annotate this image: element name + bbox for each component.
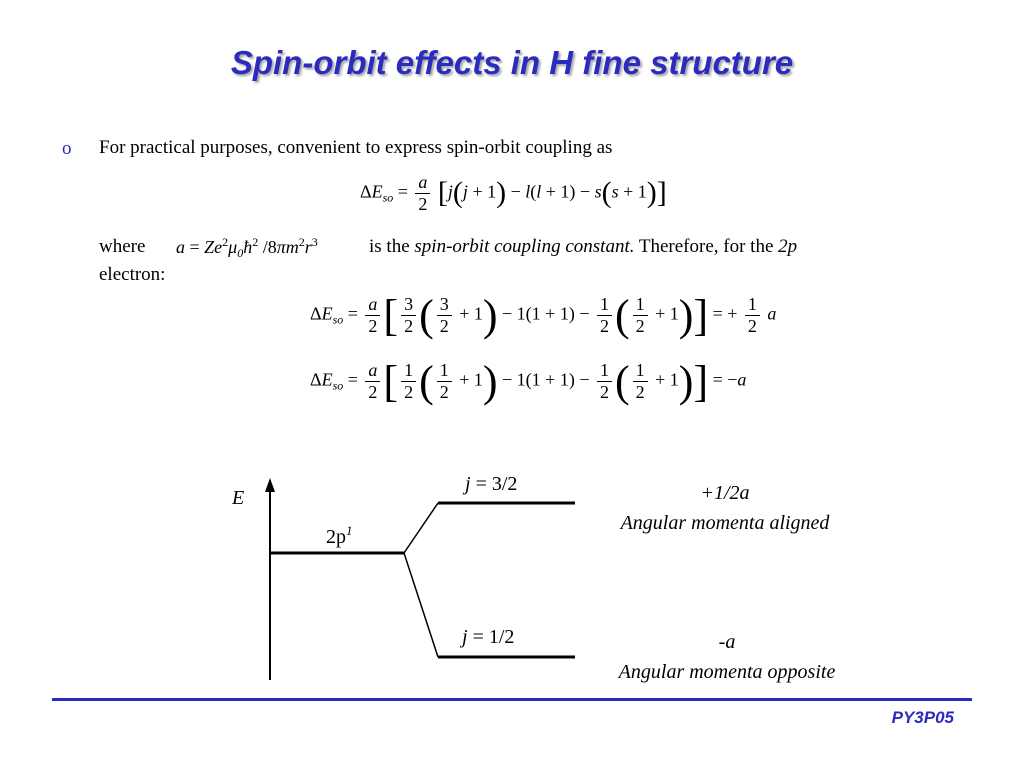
footer-divider bbox=[52, 698, 972, 701]
orbital-2p-text: 2p bbox=[778, 236, 798, 257]
constant-sentence: is the spin-orbit coupling constant. The… bbox=[369, 236, 797, 258]
constant-name: spin-orbit coupling constant. bbox=[414, 236, 635, 257]
bullet-marker: o bbox=[62, 138, 72, 159]
upper-energy: +1/2a bbox=[700, 482, 749, 504]
lower-caption: Angular momenta opposite bbox=[617, 661, 836, 683]
page-title: Spin-orbit effects in H fine structure bbox=[230, 44, 794, 81]
lower-energy: -a bbox=[719, 631, 736, 653]
energy-axis-arrow bbox=[265, 478, 275, 492]
coupling-constant-definition: a = Ze2μ0ħ2 /8πm2r3 bbox=[176, 235, 318, 260]
electron-word: electron: bbox=[99, 264, 166, 285]
lower-j-label: j = 1/2 bbox=[459, 626, 514, 648]
upper-j-label: j = 3/2 bbox=[462, 473, 517, 495]
is-the-text: is the bbox=[369, 236, 415, 257]
level-label-2p: 2p1 bbox=[326, 523, 353, 548]
split-up-line bbox=[403, 502, 439, 554]
therefore-text: Therefore, for the bbox=[634, 236, 779, 257]
axis-label: E bbox=[231, 487, 244, 509]
course-code: PY3P05 bbox=[891, 708, 954, 727]
upper-caption: Angular momenta aligned bbox=[619, 512, 831, 534]
bullet-text: For practical purposes, convenient to ex… bbox=[99, 137, 613, 158]
where-word: where bbox=[99, 236, 146, 257]
split-down-line bbox=[403, 552, 439, 658]
